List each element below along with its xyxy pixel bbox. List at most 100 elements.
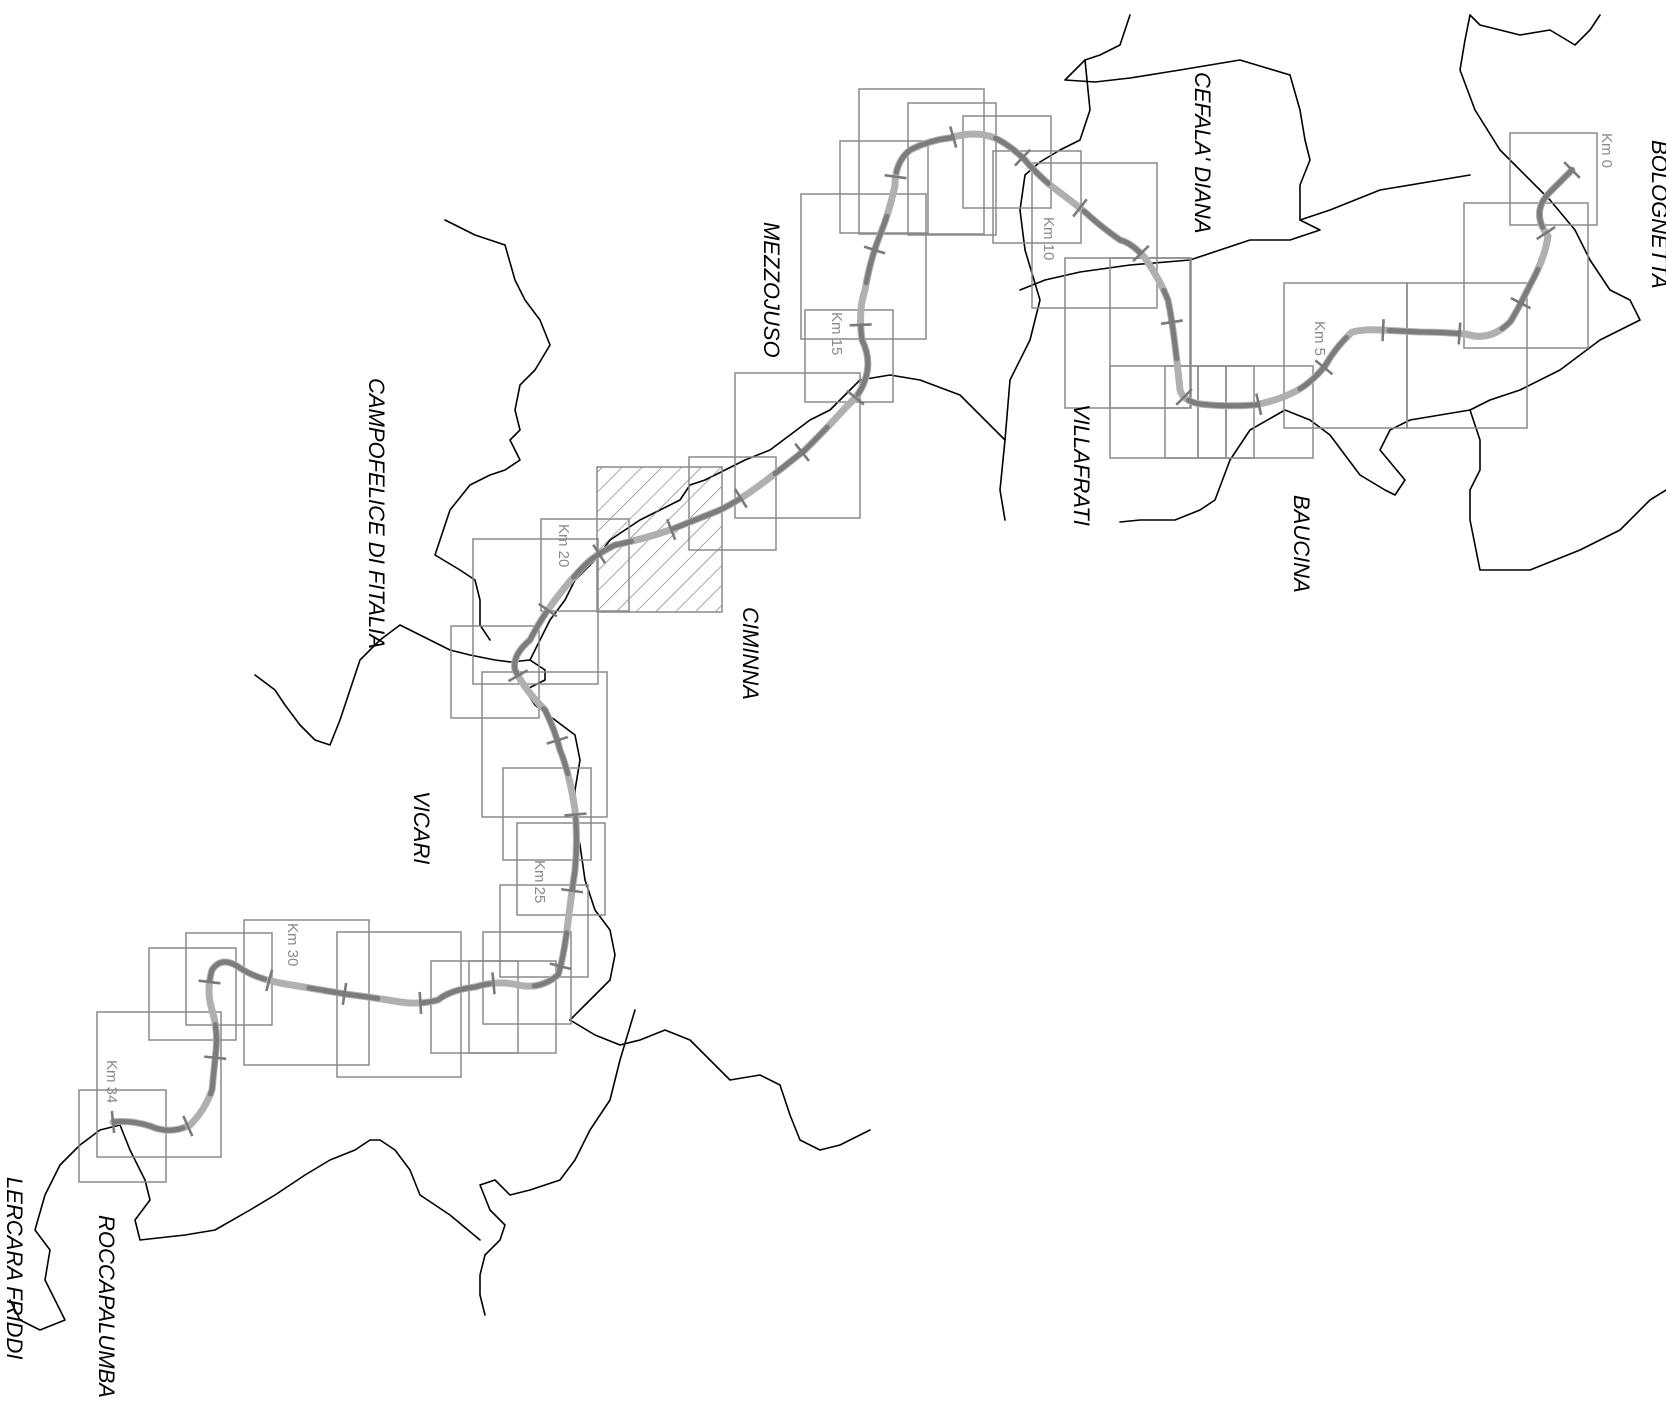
sheet-frame [1031, 162, 1158, 309]
boundary-line [999, 59, 1091, 521]
route-tick [564, 812, 587, 817]
route-tick [1160, 319, 1183, 326]
km-labels: Km 0 Km 5 Km 10 Km 15 Km 20 Km 25 Km 30 … [103, 133, 1615, 1103]
route-tick [884, 173, 907, 180]
route-line-overlay [110, 131, 1575, 1133]
route-tick [1255, 393, 1263, 416]
town-ciminna: CIMINNA [738, 607, 763, 700]
route [109, 126, 1581, 1137]
town-baucina: BAUCINA [1289, 495, 1314, 593]
sheet-frame [992, 150, 1082, 244]
sheet-frame [96, 1011, 222, 1158]
sheet-frame [78, 1089, 167, 1183]
route-tick [592, 543, 607, 564]
km-label-20: Km 20 [555, 524, 572, 567]
town-villafrati: VILLAFRATI [1069, 404, 1094, 526]
route-tick [265, 969, 274, 992]
route-tick [1132, 244, 1150, 263]
sheet-frame [336, 931, 462, 1078]
route-tick [110, 1110, 116, 1134]
town-cefala-diana: CEFALA' DIANA [1190, 72, 1215, 234]
route-tick [507, 669, 529, 683]
route-tick [204, 1055, 227, 1061]
sheet-frame [1463, 202, 1589, 349]
route-tick [849, 323, 872, 327]
sheet-frame [499, 884, 589, 978]
sheet-frame [734, 372, 861, 519]
municipal-boundaries [9, 14, 1666, 1331]
town-bolognetta: BOLOGNETTA [1647, 140, 1666, 289]
route-tick [546, 735, 569, 745]
route-tick [794, 442, 810, 462]
route-tick [948, 126, 958, 148]
route-ticks [110, 126, 1581, 1137]
boundary-line [569, 1019, 871, 1151]
route-tick [1314, 359, 1334, 376]
route-tick [1175, 388, 1193, 406]
route-tick [537, 602, 558, 618]
boundary-line [434, 219, 551, 641]
boundary-line [1459, 14, 1666, 571]
route-tick [1563, 161, 1581, 179]
route-tick [341, 982, 348, 1005]
route-tick [863, 245, 886, 255]
boundary-line [1469, 14, 1601, 46]
sheet-frame [430, 960, 519, 1054]
sheet-frame [468, 960, 557, 1054]
sheet-frame [1109, 257, 1191, 409]
route-tick [846, 389, 865, 406]
sheet-frame [472, 538, 599, 685]
town-campofelice: CAMPOFELICE DI FITALIA [364, 378, 389, 649]
sheet-frame [1406, 282, 1528, 429]
sheet-frame [804, 309, 894, 403]
sheet-frame [962, 115, 1052, 209]
route-tick [491, 972, 496, 995]
km-label-34: Km 34 [103, 1060, 120, 1103]
town-vicari: VICARI [409, 791, 434, 864]
km-label-15: Km 15 [828, 312, 845, 355]
sheet-frame [858, 88, 985, 235]
boundary-line [9, 1124, 121, 1331]
sheet-frame [482, 931, 572, 1025]
boundary-line [254, 624, 531, 746]
route-tick [665, 518, 677, 541]
route-tick [1457, 322, 1462, 345]
boundary-line [1119, 409, 1471, 523]
km-label-10: Km 10 [1040, 217, 1057, 260]
route-tick [1381, 319, 1385, 342]
route-tick [182, 1115, 194, 1137]
sheet-frame [1283, 282, 1408, 429]
sheet-frame [481, 671, 608, 818]
route-tick [561, 887, 584, 894]
boundary-line [119, 1124, 481, 1241]
boundary-line [1299, 174, 1471, 221]
route-tick [549, 962, 572, 971]
route-tick [1536, 225, 1556, 241]
sheet-frame [243, 919, 370, 1066]
route-tick [733, 488, 748, 509]
route-tick [198, 979, 221, 985]
route-tick [1072, 198, 1088, 218]
route-tick [1014, 148, 1032, 167]
sheet-frames [78, 88, 1598, 1183]
sheet-frame [1197, 365, 1227, 459]
sheet-frame [1509, 132, 1598, 226]
km-label-30: Km 30 [284, 923, 301, 966]
route-tick [1510, 296, 1532, 310]
town-mezzojuso: MEZZOJUSO [759, 222, 784, 358]
sheet-frame [502, 767, 592, 861]
km-label-0: Km 0 [1598, 133, 1615, 168]
town-roccapalumba: ROCCAPALUMBA [94, 1215, 119, 1398]
km-label-5: Km 5 [1311, 321, 1328, 356]
boundary-line [1019, 14, 1321, 291]
town-lercara: LERCARA FRIDDI [2, 1177, 27, 1360]
town-labels: BOLOGNETTA CEFALA' DIANA MEZZOJUSO VILLA… [2, 72, 1666, 1398]
sheet-frame [148, 947, 237, 1041]
sheet-frame [540, 518, 630, 612]
route-tick [418, 991, 423, 1015]
sheet-frame [1225, 365, 1255, 459]
km-label-25: Km 25 [531, 860, 548, 903]
sheet-frame [516, 822, 606, 916]
sheet-frame [907, 102, 997, 236]
